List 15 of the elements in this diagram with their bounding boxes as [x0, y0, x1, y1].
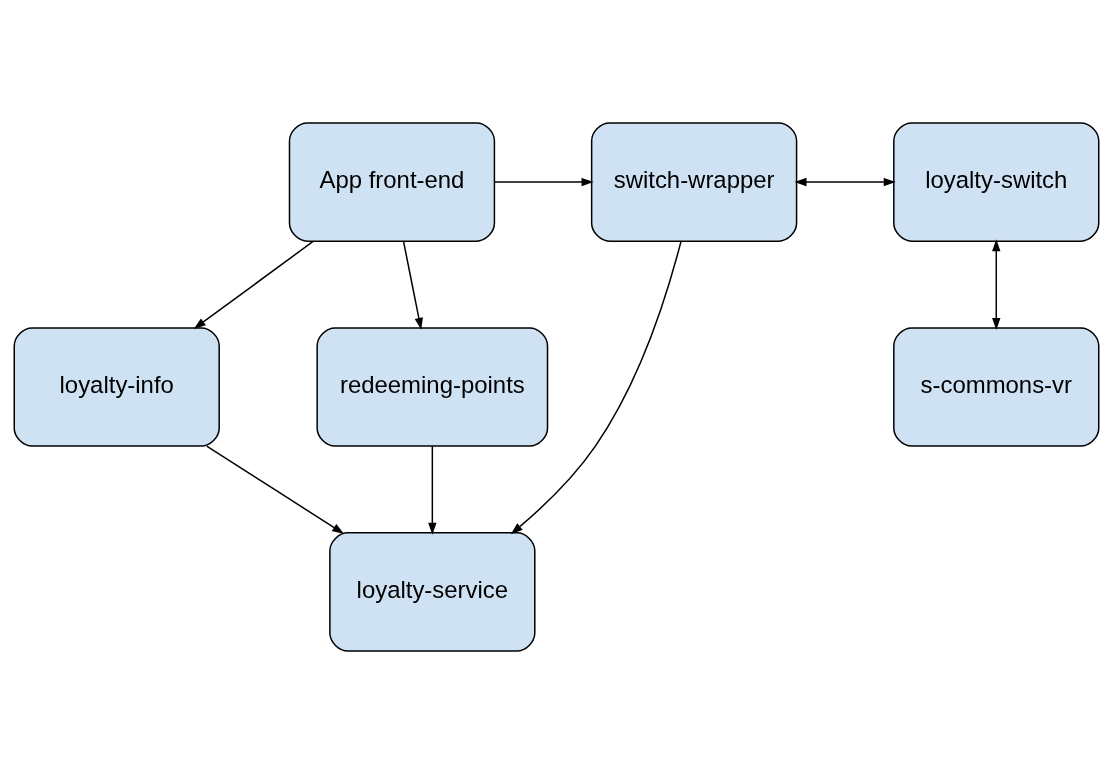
arrow	[794, 177, 896, 187]
arrow	[193, 240, 314, 329]
node-box: s-commons-vr	[893, 327, 1100, 447]
node-box: loyalty-service	[329, 532, 536, 652]
arrow	[493, 177, 594, 187]
node-box: loyalty-info	[13, 327, 220, 447]
node-box: loyalty-switch	[893, 122, 1100, 242]
arrow	[428, 445, 437, 535]
node-box: redeeming-points	[316, 327, 549, 447]
arrow	[402, 240, 423, 330]
arrow	[992, 239, 1001, 330]
arrow	[510, 240, 682, 535]
arrow	[206, 445, 345, 534]
node-box: App front-end	[288, 122, 496, 242]
node-box: switch-wrapper	[590, 122, 798, 242]
